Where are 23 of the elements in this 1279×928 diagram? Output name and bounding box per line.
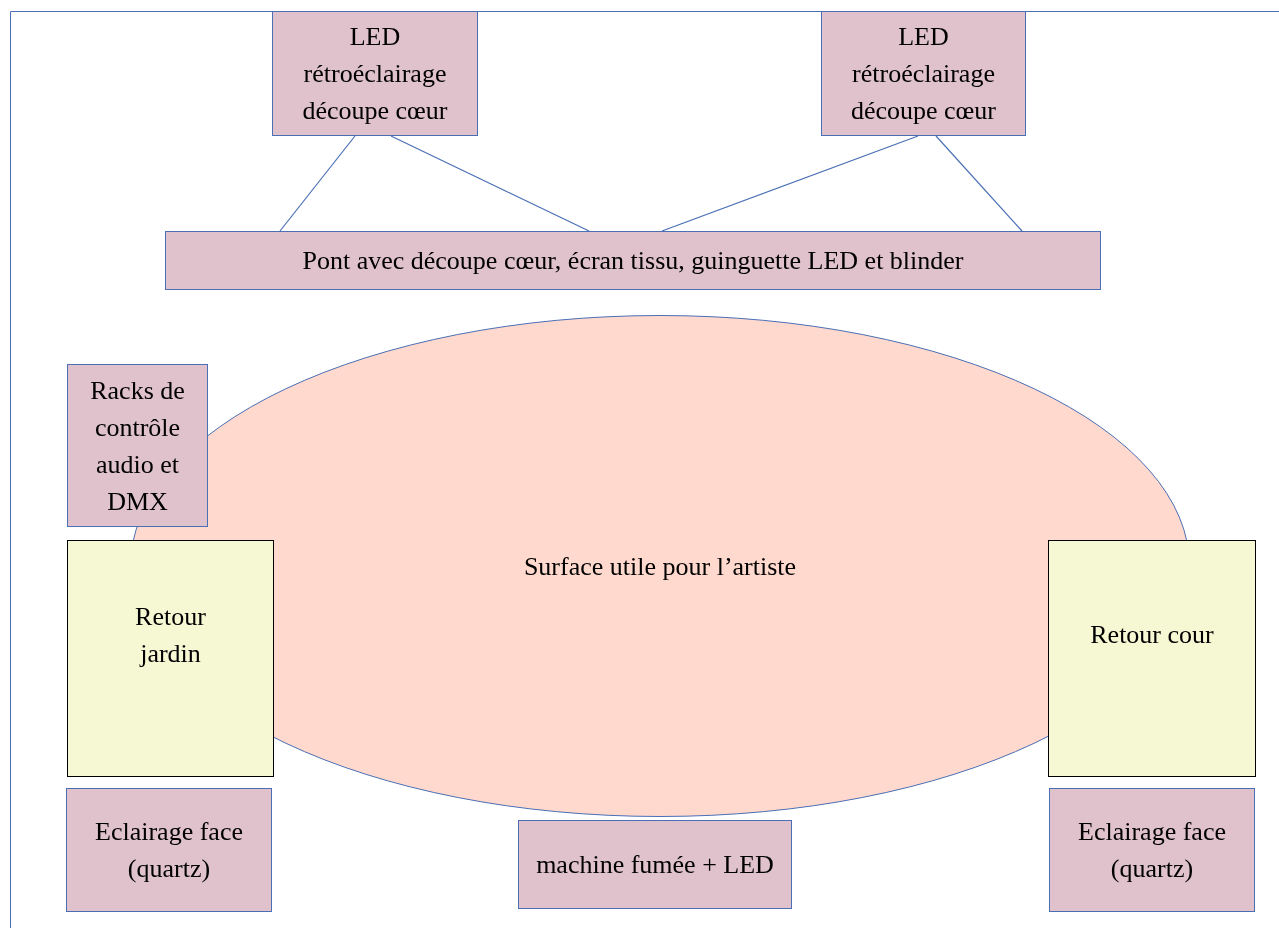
label-box xyxy=(165,231,1101,290)
box-label: Retour jardin xyxy=(134,600,207,670)
box-label: LED rétroéclairage découpe cœur xyxy=(849,21,998,127)
connector-line xyxy=(935,135,1023,232)
label-box xyxy=(67,364,208,527)
monitor-box xyxy=(1048,540,1256,777)
box-label: Eclairage face (quartz) xyxy=(94,816,244,885)
label-box xyxy=(272,11,478,136)
label-box xyxy=(1049,788,1255,912)
box-label: LED rétroéclairage découpe cœur xyxy=(301,21,449,127)
label-box xyxy=(518,820,792,909)
connector-line xyxy=(390,135,590,232)
box-label: machine fumée + LED xyxy=(536,849,774,881)
monitor-box xyxy=(67,540,274,777)
box-label: Eclairage face (quartz) xyxy=(1077,816,1227,885)
box-label: Racks de contrôle audio et DMX xyxy=(89,374,186,518)
label-box xyxy=(66,788,272,912)
connector-line xyxy=(661,135,919,232)
box-label: Surface utile pour l’artiste xyxy=(523,550,797,583)
box-label: Pont avec découpe cœur, écran tissu, guinguette LED et blinder xyxy=(302,245,964,277)
box-label: Retour cour xyxy=(1090,619,1214,651)
label-box xyxy=(821,11,1026,136)
connector-line xyxy=(279,135,356,232)
